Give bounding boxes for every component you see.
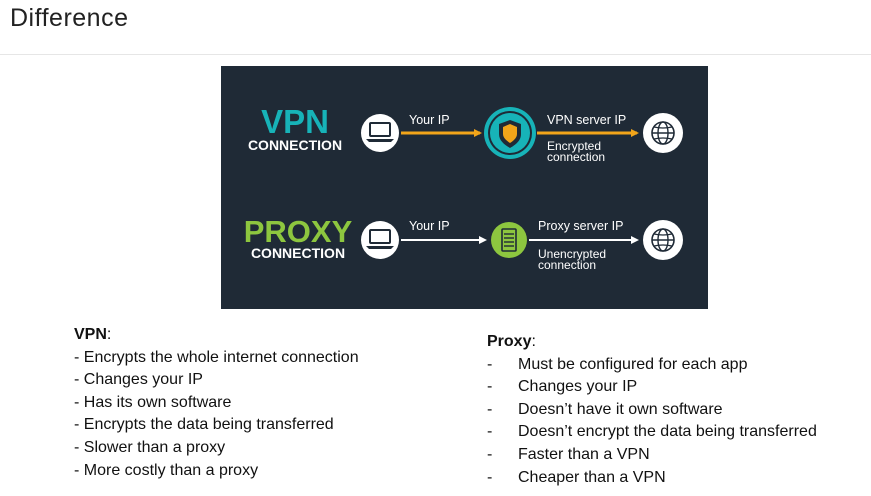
proxy-globe-icon: [643, 220, 683, 260]
proxy-feature-item: - Faster than a VPN: [487, 444, 817, 467]
proxy-heading-colon: :: [531, 333, 536, 350]
proxy-feature-text: Changes your IP: [518, 378, 638, 396]
proxy-features-column: Proxy: - Must be configured for each app …: [487, 331, 817, 489]
proxy-server-icon: [491, 222, 527, 258]
list-dash: -: [487, 400, 493, 418]
proxy-features-heading: Proxy:: [487, 331, 817, 354]
proxy-feature-text: Must be configured for each app: [518, 355, 748, 373]
vpn-feature-item: - Encrypts the whole internet connection: [74, 348, 359, 366]
vpn-globe-icon: [643, 113, 683, 153]
vpn-feature-item: - More costly than a proxy: [74, 461, 259, 479]
proxy-server-ip-label: Proxy server IP: [538, 219, 623, 233]
proxy-feature-text: Doesn’t encrypt the data being transferr…: [518, 423, 817, 441]
proxy-unencrypted-label: Unencrypted: [538, 247, 606, 261]
vpn-server-ip-label: VPN server IP: [547, 113, 626, 127]
proxy-heading-text: Proxy: [487, 333, 532, 350]
proxy-your-ip-label: Your IP: [409, 219, 450, 233]
vpn-heading-text: VPN: [74, 326, 107, 343]
proxy-connection-note: connection: [538, 258, 596, 272]
vpn-features-list: - Encrypts the whole internet connection…: [74, 347, 359, 483]
list-dash: -: [487, 445, 493, 463]
list-dash: -: [487, 468, 493, 486]
slide-title: Difference: [10, 4, 129, 32]
vpn-shield-icon: [484, 107, 536, 159]
proxy-features-list: - Must be configured for each app - Change…: [487, 354, 817, 490]
vpn-your-ip-label: Your IP: [409, 113, 450, 127]
proxy-feature-item: - Cheaper than a VPN: [487, 467, 817, 490]
proxy-connection-label: CONNECTION: [251, 245, 345, 261]
proxy-feature-text: Faster than a VPN: [518, 445, 650, 463]
proxy-feature-item: - Changes your IP: [487, 376, 817, 399]
vpn-label: VPN: [261, 103, 329, 140]
list-dash: -: [487, 355, 493, 373]
proxy-feature-item: - Doesn’t have it own software: [487, 399, 817, 422]
proxy-feature-text: Cheaper than a VPN: [518, 468, 666, 486]
vpn-connection-note: connection: [547, 150, 605, 164]
proxy-feature-item: - Must be configured for each app: [487, 354, 817, 377]
vpn-feature-item: - Slower than a proxy: [74, 438, 226, 456]
vpn-heading-colon: :: [106, 326, 112, 343]
vpn-feature-item: - Encrypts the data being transferred: [74, 416, 334, 434]
proxy-label: PROXY: [244, 214, 353, 249]
vpn-encrypted-label: Encrypted: [547, 139, 601, 153]
proxy-feature-item: - Doesn’t encrypt the data being transfer…: [487, 421, 817, 444]
vpn-feature-item: - Changes your IP: [74, 371, 203, 389]
vpn-features-column: VPN: - Encrypts the whole internet conne…: [74, 324, 359, 482]
vpn-proxy-diagram: VPN CONNECTION Your IP VPN server IP Enc…: [221, 66, 708, 309]
vpn-laptop-icon: [361, 114, 399, 152]
vpn-features-heading: VPN:: [74, 324, 359, 347]
title-divider: [0, 54, 871, 55]
proxy-feature-text: Doesn’t have it own software: [518, 400, 723, 418]
list-dash: -: [487, 378, 493, 396]
list-dash: -: [487, 423, 493, 441]
vpn-connection-label: CONNECTION: [248, 137, 342, 153]
proxy-laptop-icon: [361, 221, 399, 259]
vpn-feature-item: - Has its own software: [74, 393, 232, 411]
diagram-canvas: VPN CONNECTION Your IP VPN server IP Enc…: [244, 103, 683, 272]
